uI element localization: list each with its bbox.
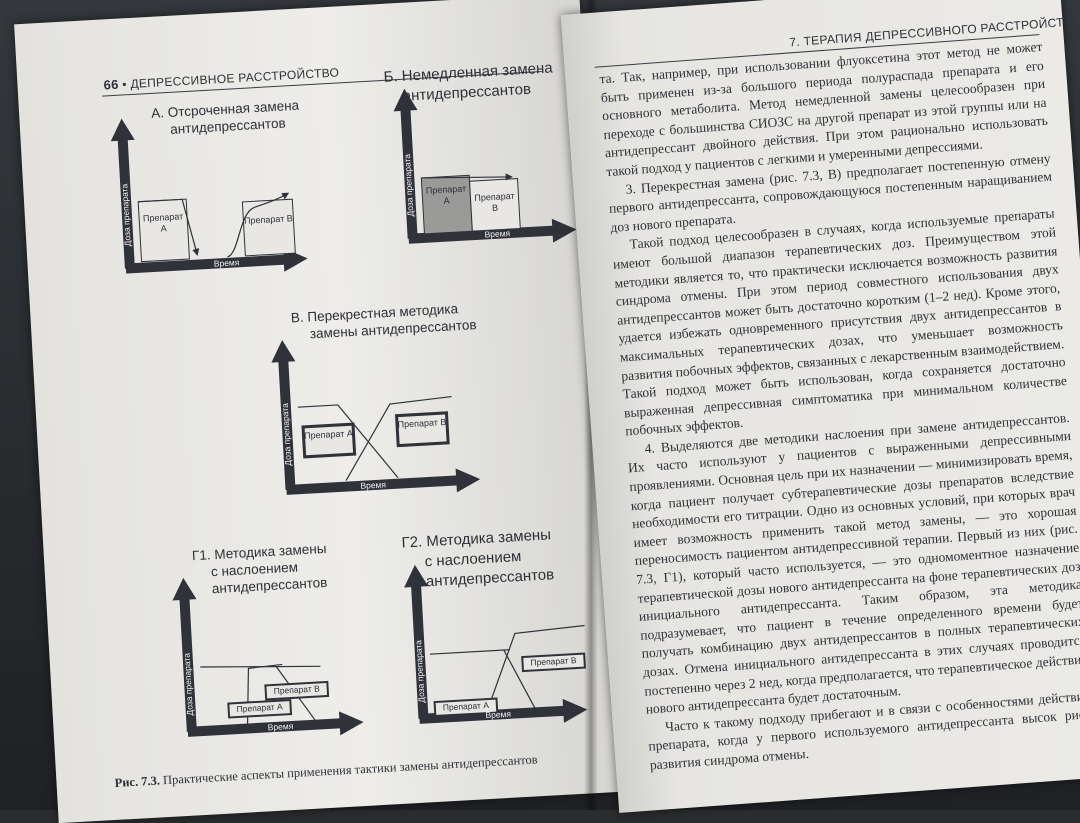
panel-a-x-axis: [125, 254, 288, 274]
panel-b-x-arrow: [551, 218, 577, 243]
panel-g1-drug-a-box: [227, 699, 293, 719]
panel-v-y-arrow: [271, 339, 296, 363]
panel-v-y-axis: [278, 357, 296, 490]
panel-v-xlabel: Время: [360, 479, 387, 491]
panel-v-drug-b-line: [345, 395, 452, 481]
panel-a: [110, 118, 308, 274]
panel-g1-y-axis: [179, 595, 197, 732]
panel-b-y-axis: [400, 106, 418, 239]
panel-g2-drug-a-line: [429, 649, 510, 655]
panel-g2-y-arrow: [404, 564, 429, 588]
paragraph-4: 4. Выделяются две методики наслоения при…: [627, 409, 1080, 717]
panel-a-drug-b-curve: [227, 192, 290, 258]
panel-b-drug-b-label: Препарат В: [474, 190, 515, 214]
figure-diagrams: [110, 88, 588, 737]
panel-v: [271, 339, 481, 495]
panel-b-y-arrow: [393, 88, 418, 112]
panel-g1-x-arrow: [338, 711, 364, 736]
panel-v-x-arrow: [455, 468, 481, 493]
panel-a-xlabel: Время: [213, 257, 240, 269]
panel-g2: [404, 564, 588, 724]
figure-7-3: А. Отсроченная замена антидепрессантов Д…: [14, 0, 624, 823]
panel-g2-drug-a-taper: [503, 649, 536, 709]
panel-v-drug-a-box: [301, 422, 357, 459]
panel-b-x-axis: [408, 225, 557, 244]
panel-a-y-axis: [117, 136, 135, 269]
panel-g2-drug-b-line: [486, 624, 585, 712]
panel-g2-x-axis: [419, 705, 568, 724]
left-page: 66 • ДЕПРЕССИВНОЕ РАССТРОЙСТВО: [14, 0, 624, 823]
panel-v-x-axis: [286, 475, 461, 495]
panel-g1-x-axis: [187, 718, 344, 737]
panel-g2-drug-b-box: [521, 652, 586, 673]
paragraph-3: Такой подход целесообразен в случаях, ко…: [612, 205, 1068, 439]
panel-g2-x-arrow: [562, 698, 588, 723]
panel-b-drug-b-box: [469, 178, 521, 232]
panel-g2-drug-a-box: [433, 697, 499, 718]
right-page: 7. ТЕРАПИЯ ДЕПРЕССИВНОГО РАССТРОЙСТВА • …: [560, 0, 1080, 813]
panel-g2-y-axis: [410, 582, 429, 719]
panel-a-drug-a-label: Препарат А: [142, 211, 184, 234]
right-body-text: та. Так, например, при использовании флу…: [599, 38, 1080, 775]
panel-g1-xlabel: Время: [267, 720, 294, 733]
panel-v-drug-a-line: [297, 404, 399, 479]
panel-g2-title: Г2. Методика замены с наслоением антидеп…: [401, 525, 555, 593]
panel-g1-drug-b-box: [264, 680, 330, 701]
panel-g1-title: Г1. Методика замены с наслоением антидеп…: [192, 540, 329, 598]
panel-b: [393, 88, 577, 244]
panel-a-drug-a-curve: [138, 198, 200, 256]
panel-b-level-line: [421, 173, 513, 181]
panel-b-drug-a-label: Препарат А: [425, 183, 467, 206]
panel-g1-y-arrow: [172, 577, 197, 601]
panel-g1: [172, 577, 364, 737]
figure-caption-label: Рис. 7.3.: [114, 773, 161, 790]
panel-a-drug-b-box: [241, 198, 296, 257]
panel-b-xlabel: Время: [484, 228, 511, 240]
panel-v-drug-b-box: [394, 411, 450, 448]
panel-a-y-arrow: [110, 118, 135, 142]
